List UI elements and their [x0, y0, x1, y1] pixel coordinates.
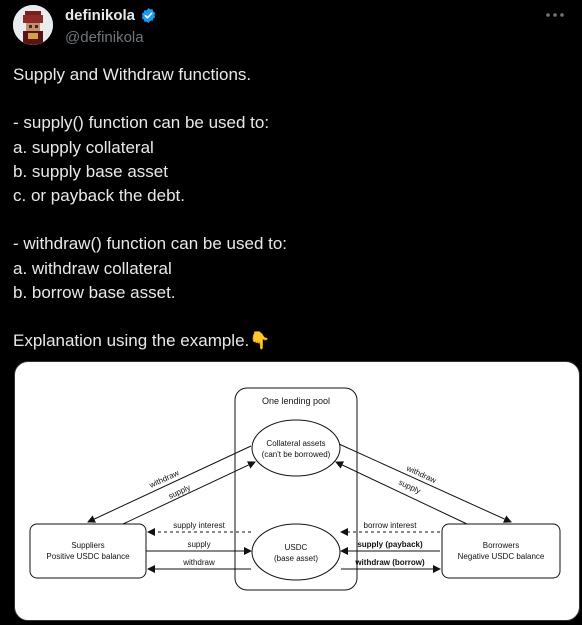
right-supply-arrow: [335, 461, 468, 525]
collateral-sublabel: (can't be borrowed): [262, 450, 331, 459]
tweet-line-last: Explanation using the example.👇: [13, 329, 568, 353]
pixel-avatar-icon: [13, 5, 53, 45]
tweet-line: a. supply collateral: [13, 137, 154, 157]
suppliers-sublabel: Positive USDC balance: [46, 552, 130, 561]
tweet-line: Supply and Withdraw functions.: [13, 65, 252, 84]
borrowers-label: Borrowers: [483, 541, 519, 550]
collateral-label: Collateral assets: [266, 439, 325, 448]
withdraw-borrow-label: withdraw (borrow): [354, 558, 425, 567]
verified-badge-icon: [141, 8, 156, 23]
left-withdraw-arrow: [87, 445, 252, 523]
pointing-down-emoji-icon: 👇: [249, 331, 271, 351]
tweet-line: b. borrow base asset.: [13, 282, 176, 302]
pool-title: One lending pool: [262, 396, 330, 406]
tweet-line: a. withdraw collateral: [13, 258, 172, 278]
left-supply-arrow: [122, 461, 256, 525]
right-withdraw-arrow: [338, 443, 512, 523]
avatar[interactable]: [13, 5, 53, 45]
tweet-line: - supply() function can be used to:: [13, 113, 270, 133]
withdraw-label: withdraw: [182, 558, 215, 567]
borrow-interest-label: borrow interest: [364, 521, 418, 530]
supply-payback-label: supply (payback): [357, 540, 423, 549]
borrowers-box: [441, 523, 561, 579]
more-options-icon[interactable]: [544, 8, 566, 22]
supply-label: supply: [187, 540, 210, 549]
diagram-image[interactable]: One lending pool Collateral assets (can'…: [14, 361, 580, 621]
left-supply-label: supply: [167, 483, 192, 501]
tweet-line: c. or payback the debt.: [13, 185, 185, 205]
tweet-line: [13, 208, 568, 232]
lending-pool-diagram: One lending pool Collateral assets (can'…: [29, 387, 561, 591]
suppliers-box: [29, 523, 147, 579]
tweet-line: Explanation using the example.: [13, 331, 250, 351]
collateral-ellipse: [251, 419, 341, 477]
author-handle[interactable]: @definikola: [65, 29, 144, 46]
tweet-text: Supply and Withdraw functions. - supply(…: [13, 63, 568, 353]
tweet-line: [13, 305, 568, 329]
supply-interest-label: supply interest: [173, 521, 225, 530]
tweet-line: - withdraw() function can be used to:: [13, 234, 288, 254]
tweet-line: b. supply base asset: [13, 161, 168, 181]
usdc-sublabel: (base asset): [274, 554, 318, 563]
borrowers-sublabel: Negative USDC balance: [458, 552, 545, 561]
author-name-row: definikola: [65, 7, 157, 24]
author-display-name[interactable]: definikola: [65, 7, 136, 24]
tweet-line: [13, 87, 568, 111]
usdc-ellipse: [251, 523, 341, 581]
usdc-label: USDC: [285, 543, 308, 552]
suppliers-label: Suppliers: [71, 541, 104, 550]
